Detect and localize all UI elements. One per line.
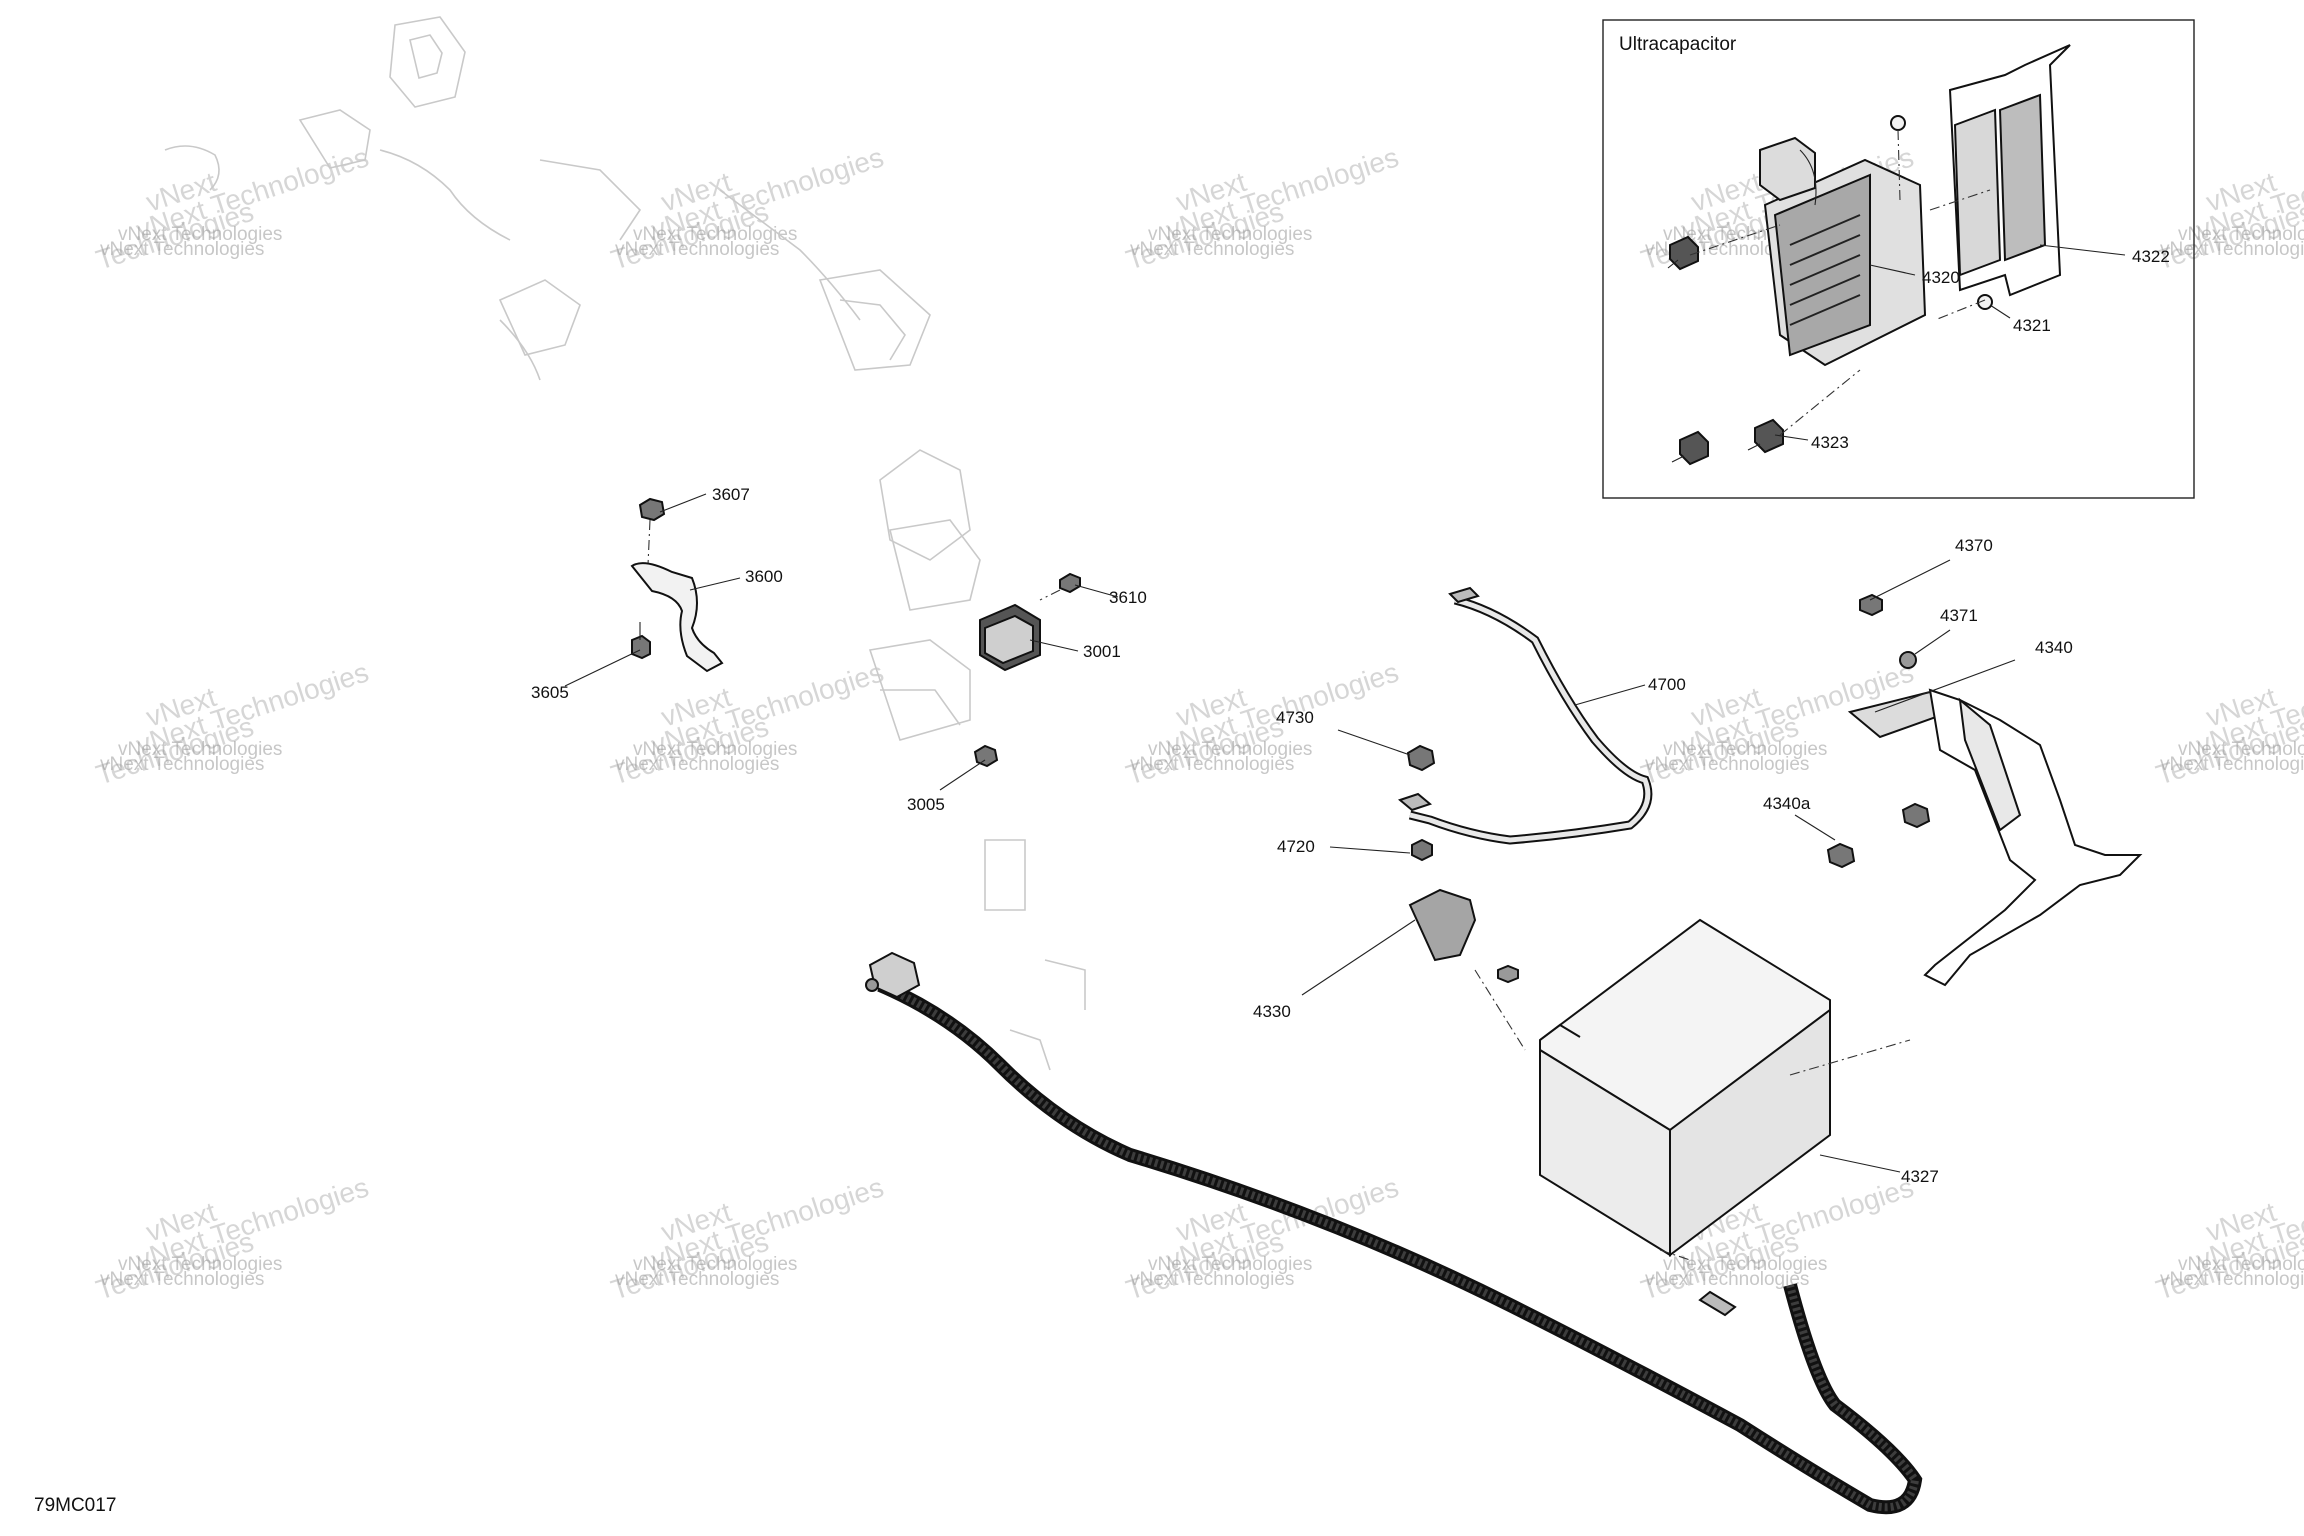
bolt-4720 [1411, 838, 1433, 862]
rubber-mounts-4323 [1667, 235, 1784, 466]
ground-strap-group [564, 493, 741, 687]
watermark-text: vNext Technologies [615, 1269, 779, 1290]
nut-4321 [1977, 294, 1993, 310]
main-harness-4327 [865, 951, 1923, 1515]
watermark-text: vNext Technologies [1645, 1269, 1809, 1290]
inset-frame [1602, 19, 2195, 499]
callout-3001: 3001 [1083, 642, 1121, 661]
watermark-text: vNext Technologies [2178, 1254, 2304, 1275]
ultracapacitor-module-4320 [1759, 136, 1927, 367]
callout-4370: 4370 [1955, 536, 1993, 555]
callout-4327: 4327 [1901, 1167, 1939, 1186]
callout-4340: 4340 [2035, 638, 2073, 657]
callout-3607: 3607 [712, 485, 750, 504]
watermark-text: vNext Technologies [1130, 754, 1294, 775]
battery-group [1301, 888, 1901, 1261]
bolt-3005 [973, 744, 999, 768]
watermark-text: vNext Technologies [1130, 1269, 1294, 1290]
callout-4340a: 4340a [1763, 794, 1811, 813]
washer-4371 [1899, 651, 1917, 669]
watermark-text: vNext Technologies [2160, 1269, 2304, 1290]
watermark-text: vNext Technologies [1148, 1254, 1312, 1275]
watermark-text: vNext Technologies [1148, 739, 1312, 760]
watermark-text: vNext Technologies [633, 739, 797, 760]
watermark-text: vNext Technologies [118, 224, 282, 245]
nut-3607 [638, 497, 666, 522]
shield-bracket-4322 [1948, 44, 2071, 297]
callout-4330: 4330 [1253, 1002, 1291, 1021]
callout-3605: 3605 [531, 683, 569, 702]
ultracapacitor-inset: Ultracapacitor [1602, 19, 2195, 499]
watermark-text: vNext Technologies [2160, 239, 2304, 260]
watermark-text: vNext Technologies [615, 239, 779, 260]
callout-4730: 4730 [1276, 708, 1314, 727]
watermark-text: vNext Technologies [1130, 239, 1294, 260]
nut-4340a [1826, 842, 1856, 869]
screw-3610 [1059, 572, 1081, 594]
relay-group [939, 572, 1119, 791]
strap-3600 [630, 562, 724, 673]
callout-4323: 4323 [1811, 433, 1849, 452]
watermark-text: vNext Technologies [1663, 1254, 1827, 1275]
bolt-3605 [631, 634, 651, 660]
watermark-text: vNext Technologies [2178, 224, 2304, 245]
watermark-text: vNext Technologies [633, 224, 797, 245]
ghost-frame-assembly [164, 16, 1086, 1071]
terminal-cap-4330 [1408, 888, 1477, 962]
callout-3005: 3005 [907, 795, 945, 814]
watermark-text: vNext Technologies [2160, 754, 2304, 775]
drawing-code: 79MC017 [34, 1495, 116, 1516]
watermark-text: vNext Technologies [100, 239, 264, 260]
callout-labels: 3607 3600 3605 3610 3001 3005 4730 4720 … [531, 247, 2170, 1186]
screw-4370 [1859, 593, 1883, 617]
cable-4700 [1329, 586, 1653, 862]
callout-3600: 3600 [745, 567, 783, 586]
watermark-text: vNext Technologies [2178, 739, 2304, 760]
watermark-text: vNext Technologies [118, 739, 282, 760]
nut-4730 [1406, 744, 1436, 772]
watermark-text: vNext Technologies [1663, 739, 1827, 760]
callout-4322: 4322 [2132, 247, 2170, 266]
watermark-text: vNext Technologies [615, 754, 779, 775]
callout-4700: 4700 [1648, 675, 1686, 694]
watermark-text: vNext Technologies [100, 1269, 264, 1290]
callout-4720: 4720 [1277, 837, 1315, 856]
callout-4371: 4371 [1940, 606, 1978, 625]
watermark-text: vNext Technologies [1148, 224, 1312, 245]
watermark-text: vNext Technologies [1645, 754, 1809, 775]
watermark-text: vNext Technologies [633, 1254, 797, 1275]
nut-4321-top [1890, 115, 1906, 131]
inset-title: Ultracapacitor [1619, 34, 1737, 55]
watermark-text: vNext Technologies [118, 1254, 282, 1275]
callout-4321: 4321 [2013, 316, 2051, 335]
battery-bracket-4340 [1789, 559, 2143, 1076]
callout-4320: 4320 [1922, 268, 1960, 287]
callout-3610: 3610 [1109, 588, 1147, 607]
watermark-text: vNext Technologies [100, 754, 264, 775]
